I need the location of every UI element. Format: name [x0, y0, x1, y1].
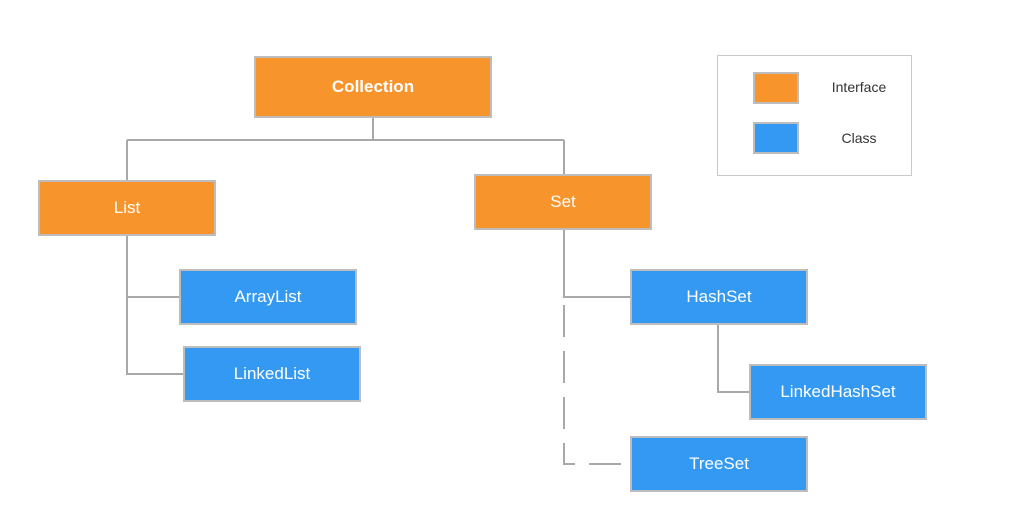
- node-linkedlist-label: LinkedList: [233, 364, 311, 383]
- node-linkedhashset: LinkedHashSet: [749, 364, 927, 420]
- node-collection-label: Collection: [331, 77, 415, 96]
- connector-list-linkedlist: [126, 297, 183, 375]
- legend-label-interface: Interface: [831, 79, 887, 95]
- connector-collection-list-set: [126, 118, 565, 180]
- node-set-label: Set: [550, 192, 576, 211]
- node-treeset-label: TreeSet: [689, 454, 749, 473]
- node-list: List: [38, 180, 216, 236]
- node-hashset: HashSet: [630, 269, 808, 325]
- legend: Interface Class: [717, 55, 912, 176]
- connector-hashset-linkedhashset: [717, 325, 749, 393]
- node-set: Set: [474, 174, 652, 230]
- connector-set-hashset: [563, 230, 630, 298]
- legend-swatch-interface: [753, 72, 799, 104]
- node-list-label: List: [113, 198, 141, 217]
- connector-set-treeset: [563, 305, 630, 465]
- node-linkedhashset-label: LinkedHashSet: [780, 382, 896, 401]
- node-arraylist: ArrayList: [179, 269, 357, 325]
- node-linkedlist: LinkedList: [183, 346, 361, 402]
- node-hashset-label: HashSet: [686, 287, 752, 306]
- node-treeset: TreeSet: [630, 436, 808, 492]
- connector-list-arraylist: [126, 236, 179, 298]
- legend-swatch-class: [753, 122, 799, 154]
- node-arraylist-label: ArrayList: [234, 287, 302, 306]
- legend-label-class: Class: [841, 130, 877, 146]
- node-collection: Collection: [254, 56, 492, 118]
